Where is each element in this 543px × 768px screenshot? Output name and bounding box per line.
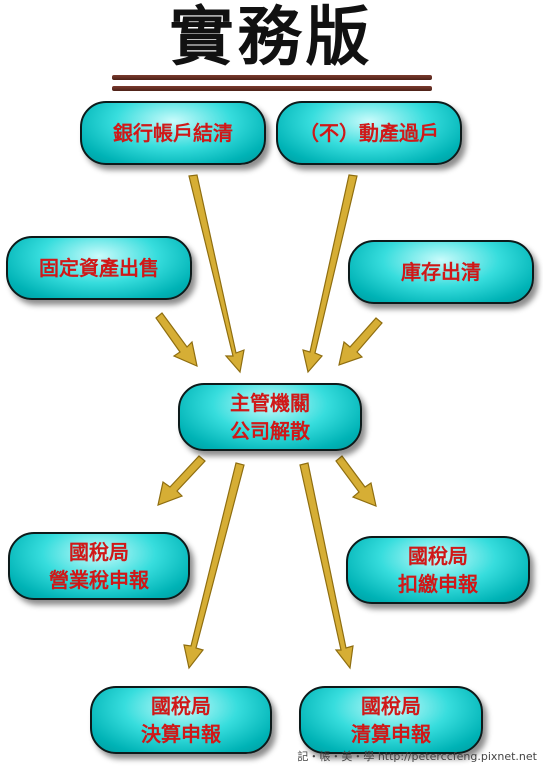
page-title: 實務版	[169, 1, 374, 75]
arrow-realty-to-authority	[302, 174, 358, 374]
arrow-authority-to-vat	[157, 455, 206, 506]
arrow-authority-to-withholding	[335, 455, 377, 507]
node-final-line1: 國稅局	[151, 694, 211, 718]
arrow-bank-to-authority	[188, 174, 245, 374]
node-liquidation-filing: 國稅局 清算申報	[299, 686, 483, 754]
node-realty-label: （不）動產過戶	[299, 121, 439, 145]
node-property-transfer: （不）動產過戶	[276, 101, 462, 165]
node-bank-label: 銀行帳戶結清	[113, 121, 233, 145]
node-vat-line1: 國稅局	[69, 540, 129, 564]
arrow-authority-to-liquidation	[299, 462, 354, 670]
node-final-account-filing: 國稅局 決算申報	[90, 686, 272, 754]
title-underline-bottom	[112, 86, 432, 91]
arrow-inventory-to-authority	[338, 317, 383, 366]
node-fixed-assets-label: 固定資產出售	[39, 256, 159, 280]
node-final-line2: 決算申報	[141, 722, 221, 746]
node-liquidation-line2: 清算申報	[351, 722, 431, 746]
node-authority-dissolution: 主管機關 公司解散	[178, 383, 362, 451]
node-fixed-assets-sale: 固定資產出售	[6, 236, 192, 300]
node-inventory-clearance: 庫存出清	[348, 240, 534, 304]
node-vat-line2: 營業稅申報	[49, 568, 149, 592]
node-vat-filing: 國稅局 營業稅申報	[8, 532, 190, 600]
footer-watermark: 記・帳・美・學 http://peterccfeng.pixnet.net	[297, 750, 537, 763]
node-withholding-line2: 扣繳申報	[398, 572, 478, 596]
node-bank-account-closure: 銀行帳戶結清	[80, 101, 266, 165]
node-withholding-line1: 國稅局	[408, 544, 468, 568]
node-inventory-label: 庫存出清	[401, 260, 481, 284]
node-liquidation-line1: 國稅局	[361, 694, 421, 718]
node-authority-line2: 公司解散	[230, 419, 310, 443]
arrow-fixed-to-authority	[155, 312, 198, 368]
node-withholding-filing: 國稅局 扣繳申報	[346, 536, 530, 604]
arrow-authority-to-final	[183, 462, 245, 670]
title-underline-top	[112, 75, 432, 80]
node-authority-line1: 主管機關	[230, 391, 310, 415]
